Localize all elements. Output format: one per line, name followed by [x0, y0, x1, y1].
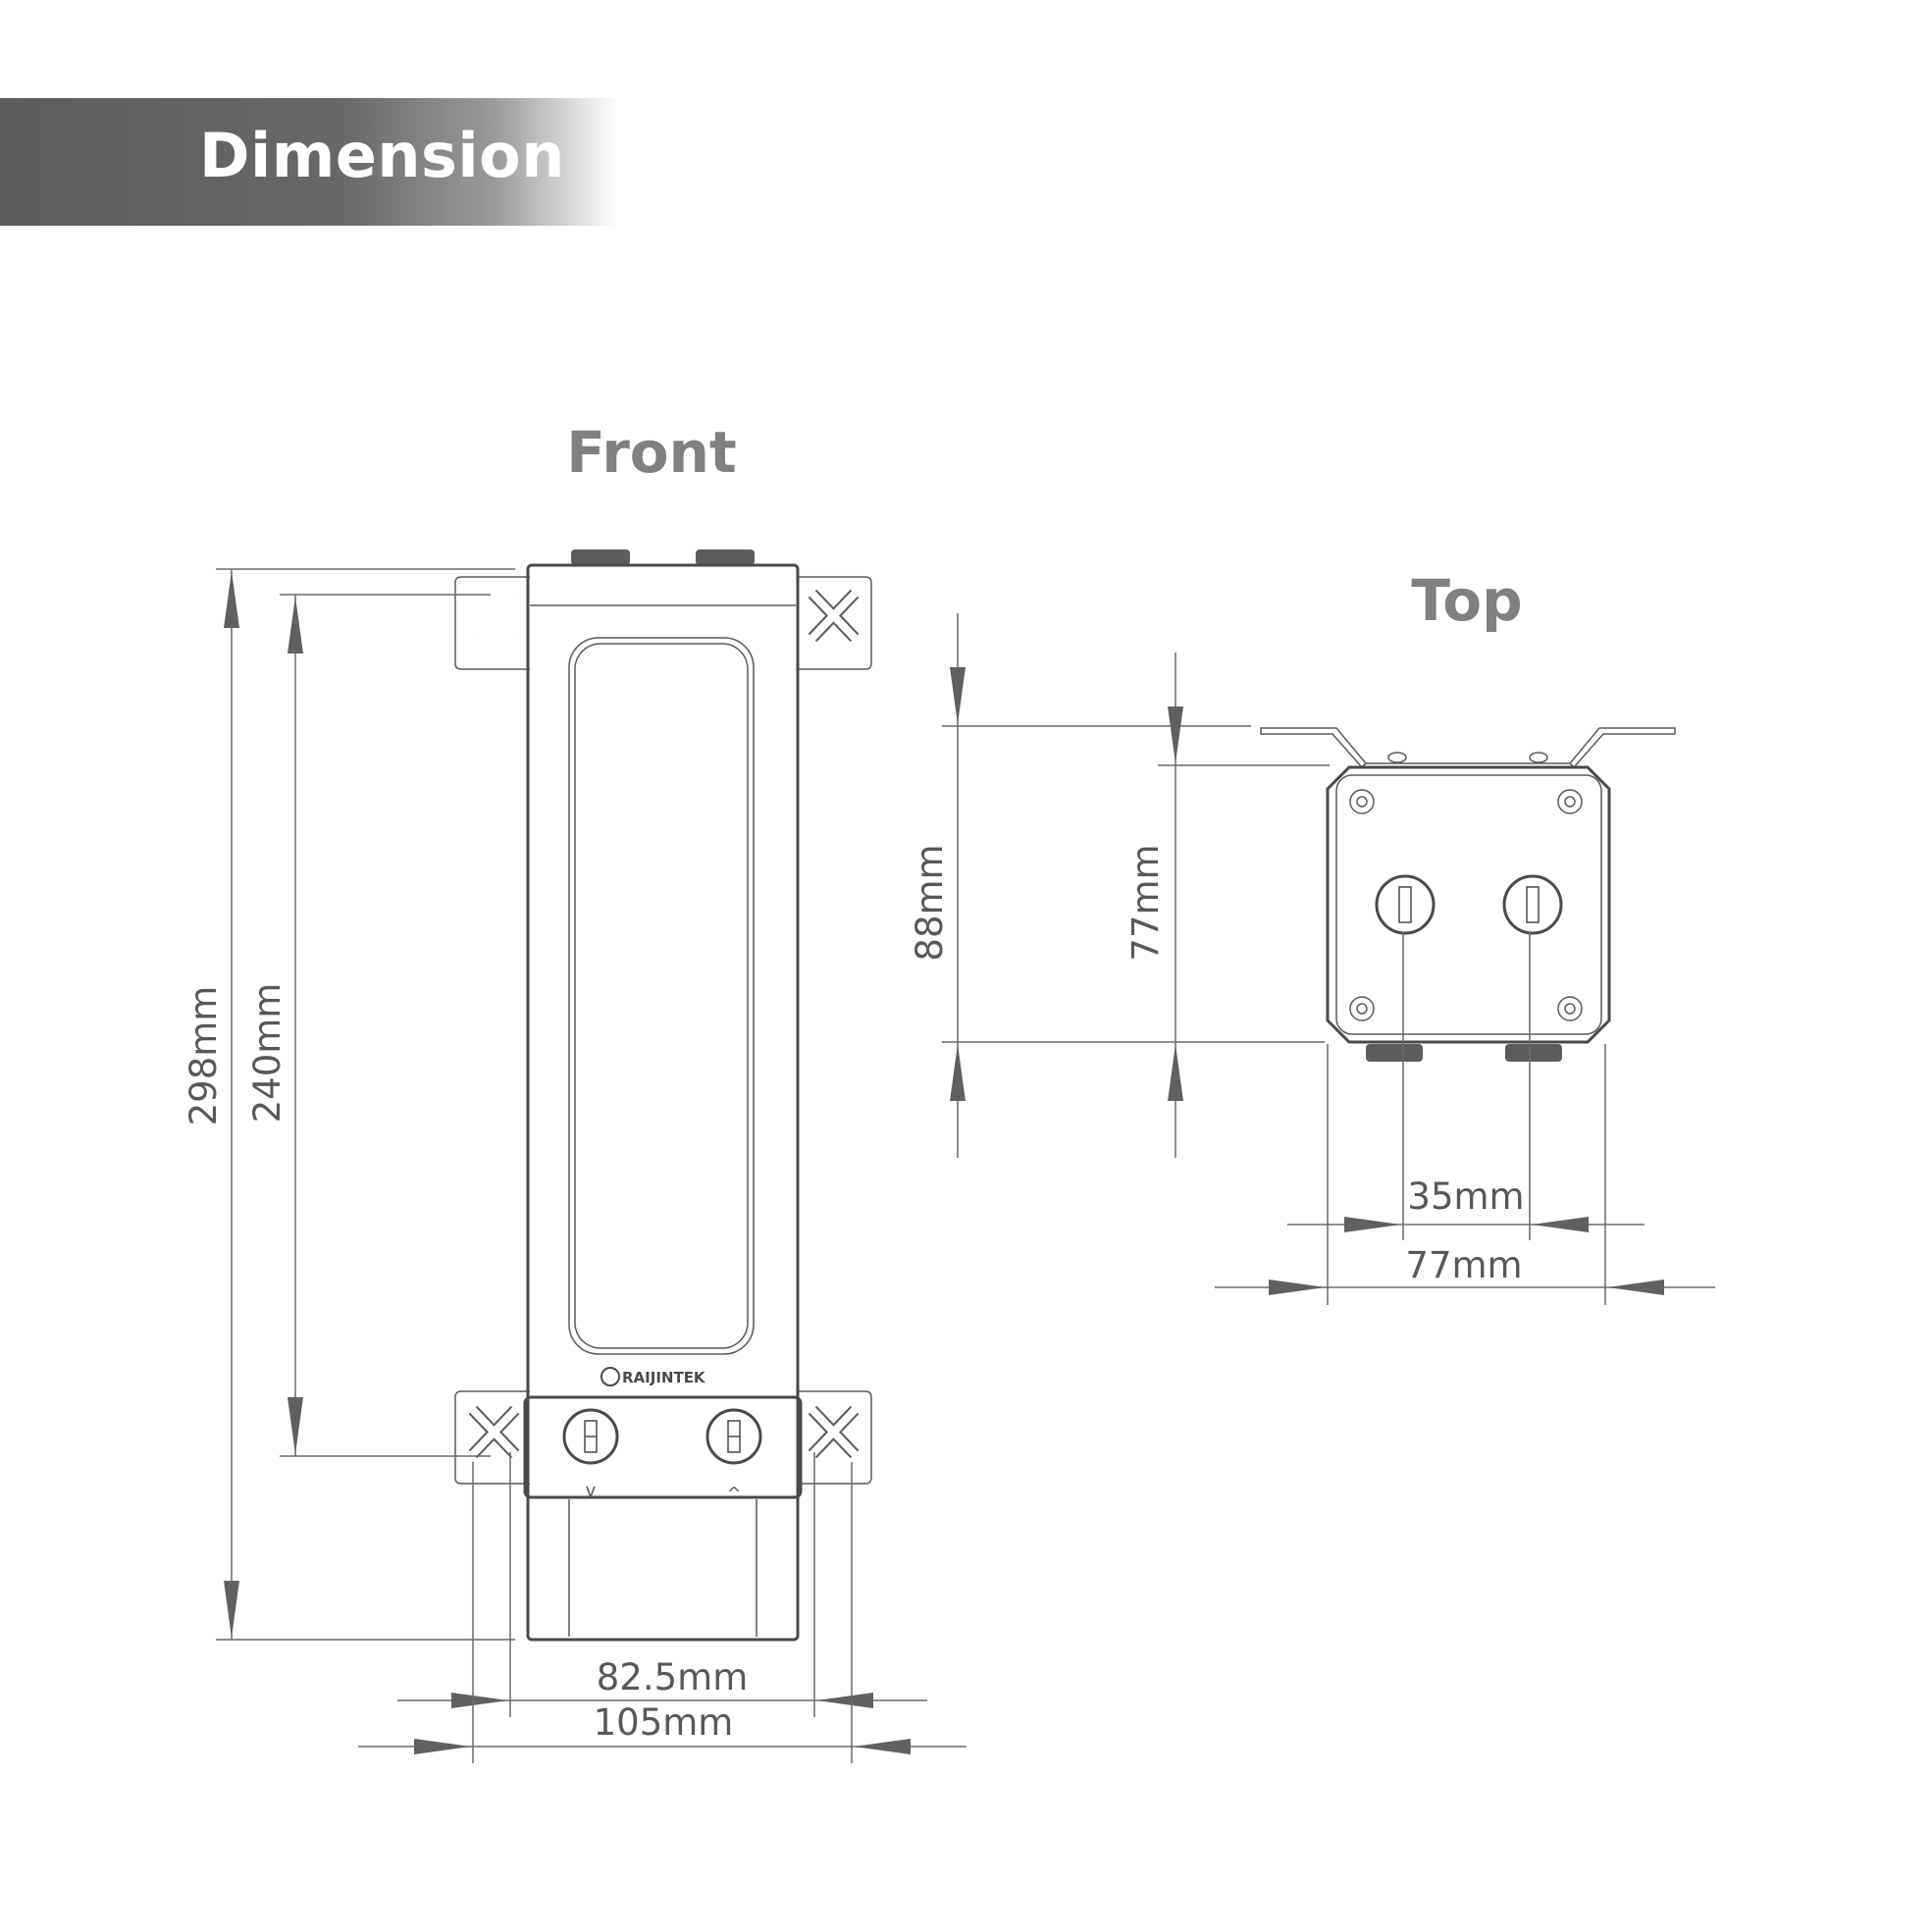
bracket-top-right [797, 576, 872, 670]
top-bracket-right [1568, 727, 1676, 769]
header-banner [0, 98, 618, 226]
front-view: RAIJINTEK v ^ [454, 549, 872, 1642]
reservoir-body [526, 563, 800, 1642]
top-view-title: Top [1411, 567, 1522, 634]
top-fitting-left [1366, 1044, 1423, 1062]
dim-height-mount: 240mm [246, 983, 288, 1123]
screw-icons [1349, 789, 1583, 1021]
front-dimensions: 298mm 240mm 82.5mm 105mm [183, 568, 966, 1763]
dim-width-top: 77mm [1405, 1244, 1522, 1286]
top-body [1326, 765, 1611, 1044]
top-dimensions: 88mm 77mm 35mm 77mm [909, 613, 1715, 1305]
port-mark-out: ^ [726, 1484, 741, 1504]
top-fitting-right [696, 549, 755, 565]
top-fitting-right [1505, 1044, 1562, 1062]
bracket-top-left [454, 576, 530, 670]
front-view-title: Front [566, 419, 736, 486]
dim-depth-total: 88mm [909, 844, 951, 961]
dim-height-total: 298mm [183, 986, 225, 1126]
dim-depth-body: 77mm [1124, 844, 1167, 961]
top-view [1260, 727, 1676, 1062]
reservoir-window [568, 637, 755, 1355]
top-port-right [1502, 874, 1563, 935]
top-fitting-left [571, 549, 630, 565]
top-bracket-left [1260, 727, 1368, 769]
header-title: Dimension [199, 120, 565, 191]
dim-port-spacing: 35mm [1407, 1175, 1524, 1218]
port-outlet [705, 1408, 762, 1465]
port-block [523, 1395, 803, 1499]
bracket-bottom-right [797, 1390, 872, 1485]
brand-logo-icon [600, 1367, 620, 1386]
bracket-bottom-left [454, 1390, 530, 1485]
port-inlet [562, 1408, 619, 1465]
dim-width-body: 82.5mm [597, 1656, 748, 1698]
port-mark-in: v [586, 1481, 597, 1501]
top-port-left [1375, 874, 1436, 935]
brand-label: RAIJINTEK [622, 1369, 706, 1386]
dim-width-total: 105mm [594, 1701, 734, 1744]
